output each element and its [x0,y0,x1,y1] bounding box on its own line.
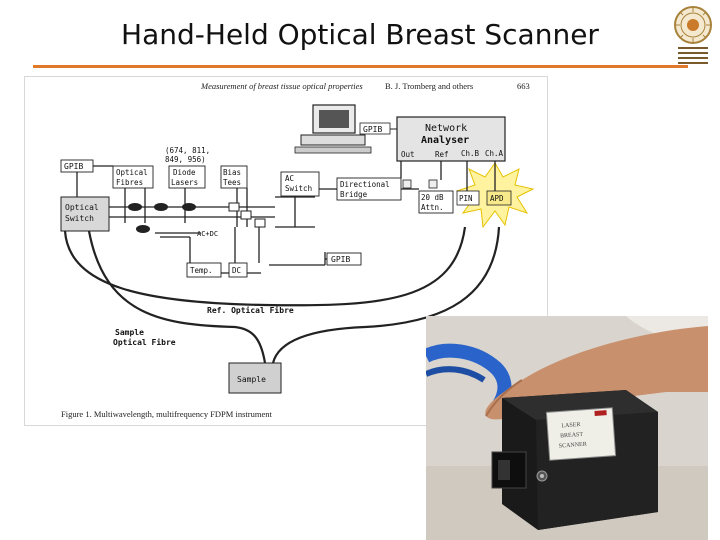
wavelengths-label-1: (674, 811, [165,146,210,155]
pin-label: PIN [459,194,473,203]
diode-lasers-label-1: Diode [173,168,196,177]
figure-caption: Figure 1. Multiwavelength, multifrequenc… [61,409,272,419]
title-divider [33,65,688,68]
ac-switch-box [280,171,320,197]
apd-box [486,190,512,206]
na-out-label: Out [401,150,415,159]
na-chb-label: Ch.B [461,149,480,158]
temp-label: Temp. [190,266,213,275]
fdpm-block-diagram: Measurement of breast tissue optical pro… [60,81,535,419]
optical-switch-label-2: Switch [65,214,94,223]
slide-title: Hand-Held Optical Breast Scanner [121,18,599,51]
device-label-line-3: SCANNER [559,442,587,450]
network-analyser-label-1: Network [425,123,467,134]
gpib-mid-label: GPIB [331,255,350,264]
sample-label: Sample [237,375,266,384]
ac-dc-label: AC+DC [197,230,218,238]
optical-switch-label-1: Optical [65,203,99,212]
seal-graphic [674,6,712,64]
attenuator-box [418,190,454,214]
attenuator-label-2: Attn. [421,203,444,212]
dc-label: DC [232,266,241,275]
university-seal-logo [672,4,714,70]
bias-tees-label-2: Tees [223,178,241,187]
computer-icon [294,104,372,154]
device-label-plate [545,407,617,461]
optical-fibres-label-2: Fibres [116,178,143,187]
bias-tees-box [220,165,248,189]
ac-switch-label-1: AC [285,174,294,183]
gpib-mid-box [326,252,362,266]
optical-switch-box [60,196,110,232]
laser-components [128,202,266,233]
diode-lasers-label-2: Lasers [171,178,198,187]
scanner-photo-graphic: LASER BREAST SCANNER [426,316,708,540]
directional-bridge-label-1: Directional [340,180,390,189]
diode-lasers-box [168,165,206,189]
fibre-curves [63,226,501,364]
ac-switch-label-2: Switch [285,184,312,193]
optical-fibres-label-1: Optical [116,168,148,177]
network-analyser-label-2: Analyser [421,135,469,146]
device-label-line-1: LASER [561,422,580,429]
sample-optical-fibre-label-2: Optical Fibre [113,337,176,347]
bias-tees-label-1: Bias [223,168,241,177]
sample-box [228,362,282,394]
scanner-photo: LASER BREAST SCANNER [426,316,708,540]
na-cha-label: Ch.A [485,149,504,158]
ref-optical-fibre-label: Ref. Optical Fibre [207,305,294,315]
figure-header-authors: B. J. Tromberg and others [385,81,473,91]
fdpm-instrument-figure: Measurement of breast tissue optical pro… [24,76,548,426]
pin-box [456,190,480,206]
figure-header-page: 663 [517,81,530,91]
gpib-top-label: GPIB [363,125,382,134]
dc-box [228,262,248,278]
directional-bridge-label-2: Bridge [340,190,368,199]
device-label-line-2: BREAST [560,432,584,440]
wavelengths-label-2: 849, 956) [165,155,206,164]
gpib-left-label: GPIB [64,162,83,171]
apd-label: APD [490,194,504,203]
temp-box [186,262,222,278]
sample-optical-fibre-label-1: Sample [115,328,144,337]
attenuator-label-1: 20 dB [421,193,444,202]
na-ref-label: Ref [435,150,449,159]
figure-header-title: Measurement of breast tissue optical pro… [200,81,363,91]
network-analyser-box [396,116,506,162]
optical-fibres-box [112,165,154,189]
